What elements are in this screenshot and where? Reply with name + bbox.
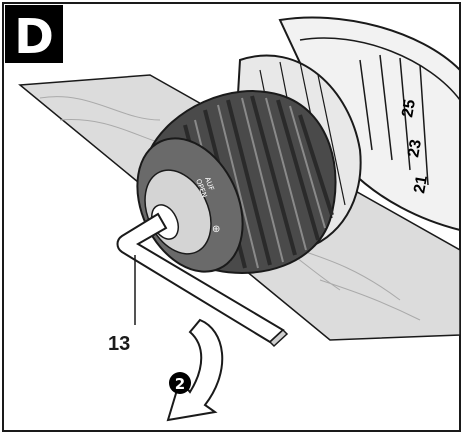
torque-scale-21: 21 [411, 174, 431, 195]
panel-letter: D [14, 9, 54, 65]
torque-scale-23: 23 [405, 138, 425, 159]
torque-scale: 25 23 21 [399, 98, 431, 195]
lock-symbol-icon: ⊕ [212, 224, 220, 235]
step-badge [169, 372, 191, 394]
part-label-13: 13 [108, 333, 130, 355]
step-number: 2 [175, 375, 185, 393]
torque-scale-25: 25 [399, 98, 419, 119]
rotation-arrow-icon [166, 318, 224, 422]
hex-key [116, 212, 289, 348]
panel-letter-badge [5, 5, 63, 63]
torque-collar [278, 16, 461, 232]
